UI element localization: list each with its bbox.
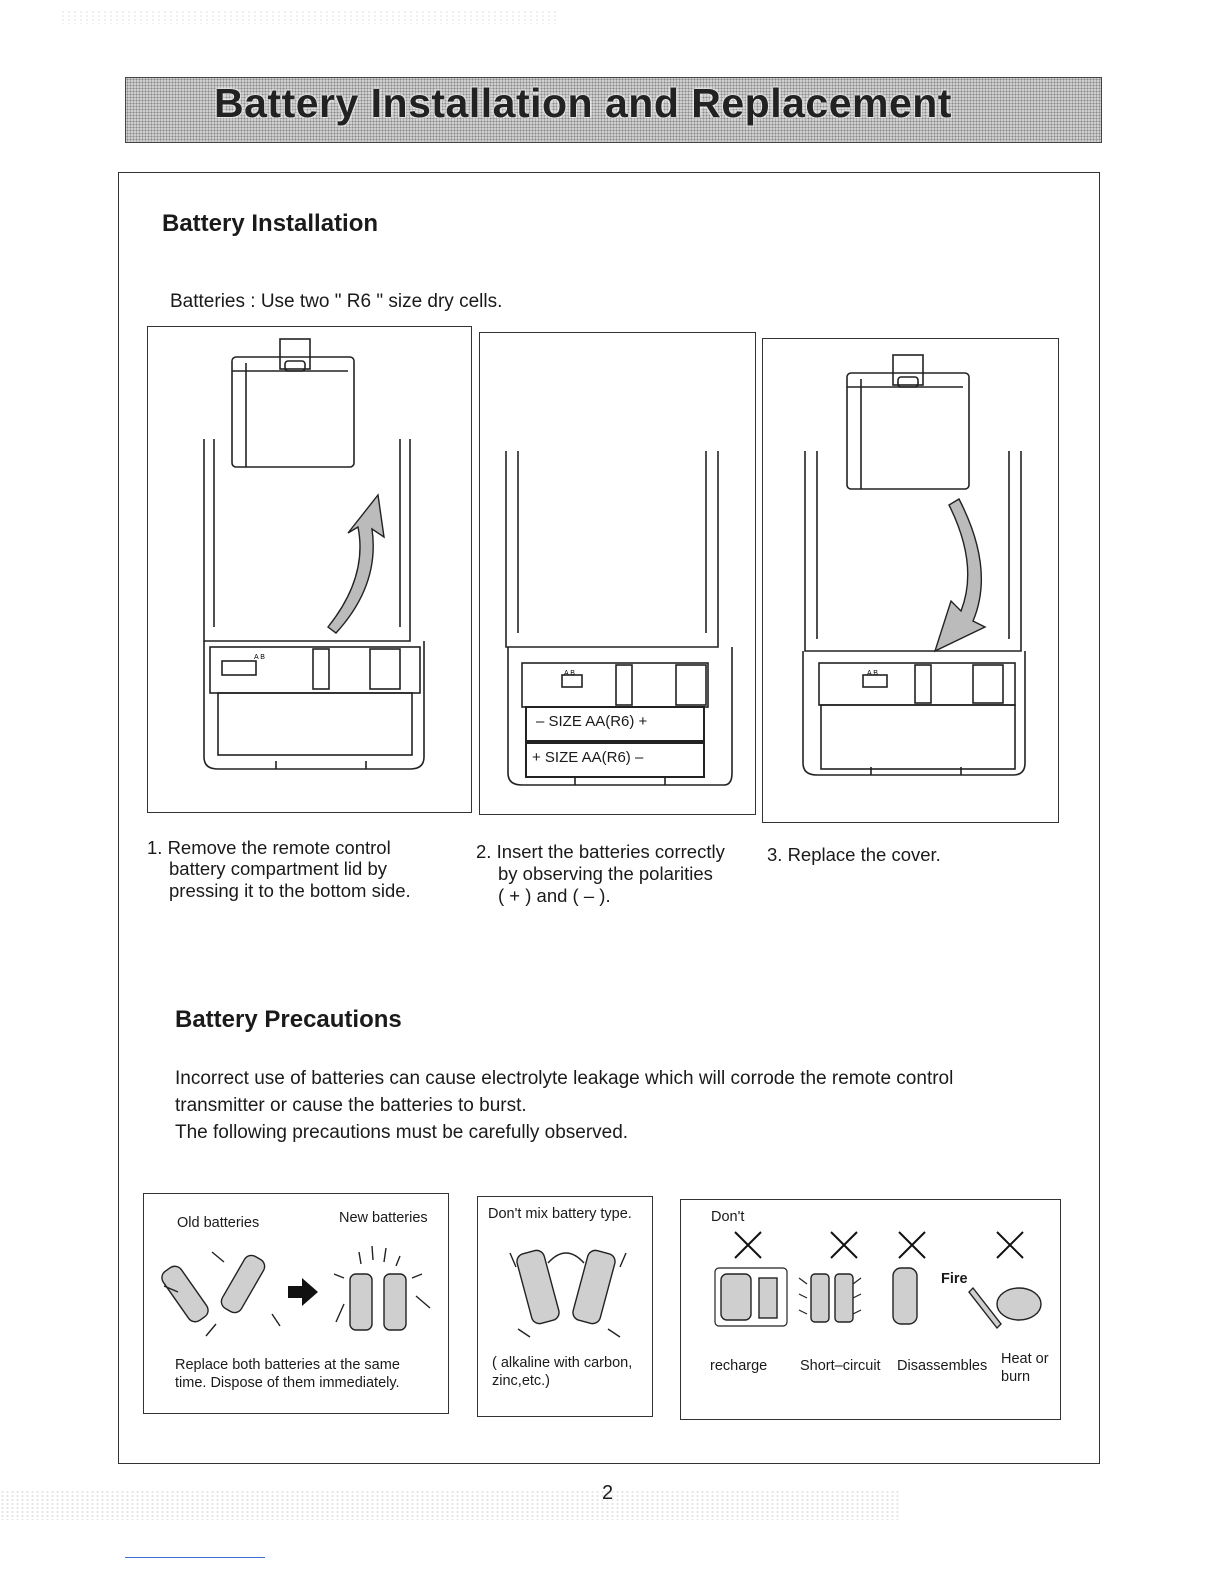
- svg-text:A B: A B: [867, 670, 878, 677]
- step2-line3: ( + ) and ( – ).: [498, 885, 611, 906]
- content-frame: [118, 172, 1100, 1464]
- dont-mix-title: Don't mix battery type.: [488, 1206, 632, 1222]
- step1-illustration: A B: [147, 326, 472, 813]
- remote-batteries-icon: A B: [505, 451, 733, 786]
- new-batteries-label: New batteries: [339, 1210, 428, 1226]
- battery-bottom-label: + SIZE AA(R6) –: [532, 749, 644, 766]
- installation-heading: Battery Installation: [162, 210, 379, 237]
- step2-line1: 2. Insert the batteries correctly: [476, 841, 725, 862]
- step3-text: 3. Replace the cover.: [767, 844, 941, 865]
- page-title: Battery Installation and Replacement: [214, 80, 952, 126]
- box2-caption-line2: zinc,etc.): [492, 1373, 551, 1389]
- old-batteries-label: Old batteries: [177, 1215, 260, 1231]
- box1-caption-line2: time. Dispose of them immediately.: [175, 1375, 400, 1391]
- installation-intro: Batteries : Use two " R6 " size dry cell…: [170, 291, 503, 312]
- step2-line2: by observing the polarities: [498, 863, 713, 884]
- dont-do-box: Don't Fire recharge Short–circuit Disass…: [680, 1199, 1061, 1420]
- replace-both-box: Old batteries New batteries Replace both…: [143, 1193, 449, 1414]
- fighting-batteries-icon: [509, 1249, 627, 1338]
- burn-label: burn: [1001, 1369, 1031, 1385]
- precautions-line3: The following precautions must be carefu…: [175, 1122, 629, 1143]
- bottom-link-line: [125, 1557, 265, 1558]
- scan-noise-bottom: [0, 1490, 900, 1520]
- battery-characters-icon: [161, 1245, 431, 1337]
- disassembles-label: Disassembles: [897, 1358, 988, 1374]
- step1-line1: 1. Remove the remote control: [147, 837, 391, 858]
- scan-noise-top: [60, 10, 560, 24]
- step3-illustration: A B: [762, 338, 1059, 823]
- svg-text:A B: A B: [254, 654, 265, 661]
- step1-line3: pressing it to the bottom side.: [169, 880, 411, 901]
- fire-label: Fire: [941, 1271, 968, 1287]
- title-banner: [125, 77, 1102, 143]
- remote-close-lid-icon: A B: [802, 354, 1026, 776]
- heat-or-label: Heat or: [1001, 1351, 1049, 1367]
- precautions-line2: transmitter or cause the batteries to bu…: [175, 1095, 527, 1116]
- recharge-label: recharge: [710, 1358, 768, 1374]
- box2-caption-line1: ( alkaline with carbon,: [492, 1355, 633, 1371]
- step1-line2: battery compartment lid by: [169, 858, 387, 879]
- page-number: 2: [602, 1482, 614, 1504]
- svg-text:A B: A B: [564, 670, 575, 677]
- dont-mix-box: Don't mix battery type. ( alkaline with …: [477, 1196, 653, 1417]
- box1-caption-line1: Replace both batteries at the same: [175, 1357, 400, 1373]
- remote-open-lid-icon: A B: [203, 338, 425, 770]
- battery-top-label: – SIZE AA(R6) +: [536, 713, 648, 730]
- dont-title: Don't: [711, 1209, 745, 1225]
- short-circuit-label: Short–circuit: [800, 1358, 881, 1374]
- precautions-line1: Incorrect use of batteries can cause ele…: [175, 1068, 954, 1089]
- precautions-heading: Battery Precautions: [175, 1006, 402, 1033]
- step2-illustration: A B – SIZE AA(R6) + + SIZE AA(R6) –: [479, 332, 756, 815]
- dont-actions-icon: [714, 1231, 1042, 1330]
